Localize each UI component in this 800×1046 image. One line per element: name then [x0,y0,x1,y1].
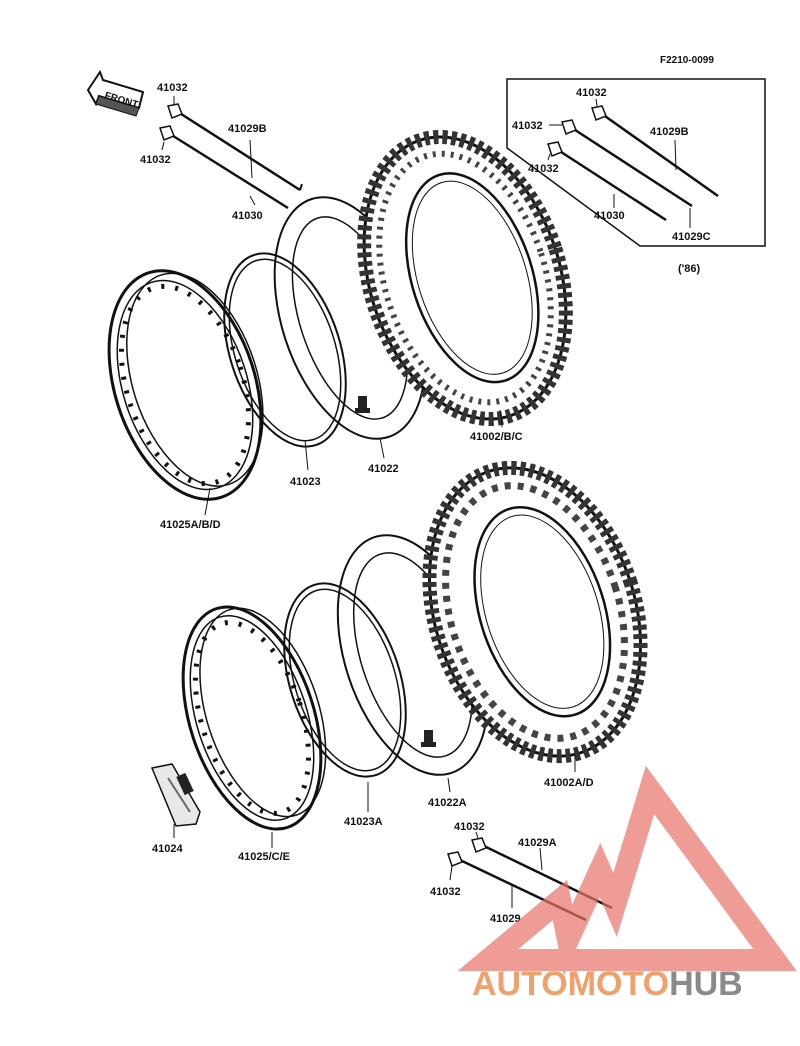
label-bottom-rim-band: 41023A [344,816,383,828]
top-tire [357,130,573,426]
leader-inset-nipple-a [595,98,598,107]
label-bottom-rim: 41025/C/E [238,851,290,863]
top-spoke-short [169,132,289,210]
inset-nipple-c [547,141,563,157]
leader-bottom-nipple-b [449,865,453,881]
leader-bottom-tube [447,777,451,793]
label-inset-nipple-b: 41032 [512,120,543,132]
front-arrow-icon: FRONT [86,69,145,117]
bottom-nipple-a [471,837,487,853]
top-rim-band [223,252,347,448]
watermark-brand-part1: AUTOMOTO [472,965,669,1003]
bottom-valve-stem [421,730,436,747]
leader-bottom-nipple-a [475,831,479,839]
label-rim-lock: 41024 [152,843,183,855]
label-bottom-spoke-short: 41029 [490,913,521,925]
top-valve-stem [355,396,370,413]
label-top-spoke-long: 41029B [228,123,267,135]
leader-inset-nipple-c [547,153,551,161]
leader-top-rim-band [304,439,309,471]
label-bottom-tire: 41002A/D [544,777,594,789]
label-top-tire: 41002/B/C [470,431,523,443]
label-top-rim-band: 41023 [290,476,321,488]
label-bottom-tube: 41022A [428,797,467,809]
label-inset-spoke-long: 41029B [650,126,689,138]
inset-spoke-short [557,148,667,222]
label-inset-nipple-c: 41032 [528,163,559,175]
watermark-brand-part2: HUB [669,965,743,1003]
inset-frame [506,78,766,247]
label-inset-spoke-c: 41029C [672,231,711,243]
inset-nipple-b [561,119,577,135]
label-top-spoke-short: 41030 [232,210,263,222]
leader-inset-spoke-long [674,139,677,171]
leader-top-spoke-long [249,139,253,179]
leader-top-tire [499,409,503,428]
label-inset-year: ('86) [678,263,701,275]
watermark-logo [457,765,797,976]
figure-code: F2210-0099 [660,55,714,66]
bottom-nipple-b [447,851,463,867]
top-nipple-a [167,103,183,119]
label-bottom-nipple-b: 41032 [430,886,461,898]
inset-spoke-long [601,112,719,198]
bottom-rim-band [283,582,407,778]
leader-top-spoke-short [249,195,256,206]
label-top-tube: 41022 [368,463,399,475]
label-inset-nipple-a: 41032 [576,87,607,99]
label-top-nipple-a: 41032 [157,82,188,94]
leader-top-nipple-b [161,141,165,151]
label-inset-spoke-short: 41030 [594,210,625,222]
top-spoke-long [177,110,303,192]
label-top-nipple-b: 41032 [140,154,171,166]
inset-nipple-a [591,105,607,121]
label-top-rim: 41025A/B/D [160,519,221,531]
top-rim [107,269,264,501]
leader-bottom-spoke-long [539,847,543,871]
label-bottom-spoke-long: 41029A [518,837,557,849]
watermark-text: AUTOMOTOHUB [472,965,743,1003]
label-bottom-nipple-a: 41032 [454,821,485,833]
inset-spoke-mid [571,126,693,208]
leader-top-tube [379,437,385,459]
rim-lock [150,763,201,827]
leader-top-rim [204,487,211,516]
bottom-tire [422,460,648,764]
watermark-triangle-icon [457,765,797,976]
top-nipple-b [159,125,175,141]
